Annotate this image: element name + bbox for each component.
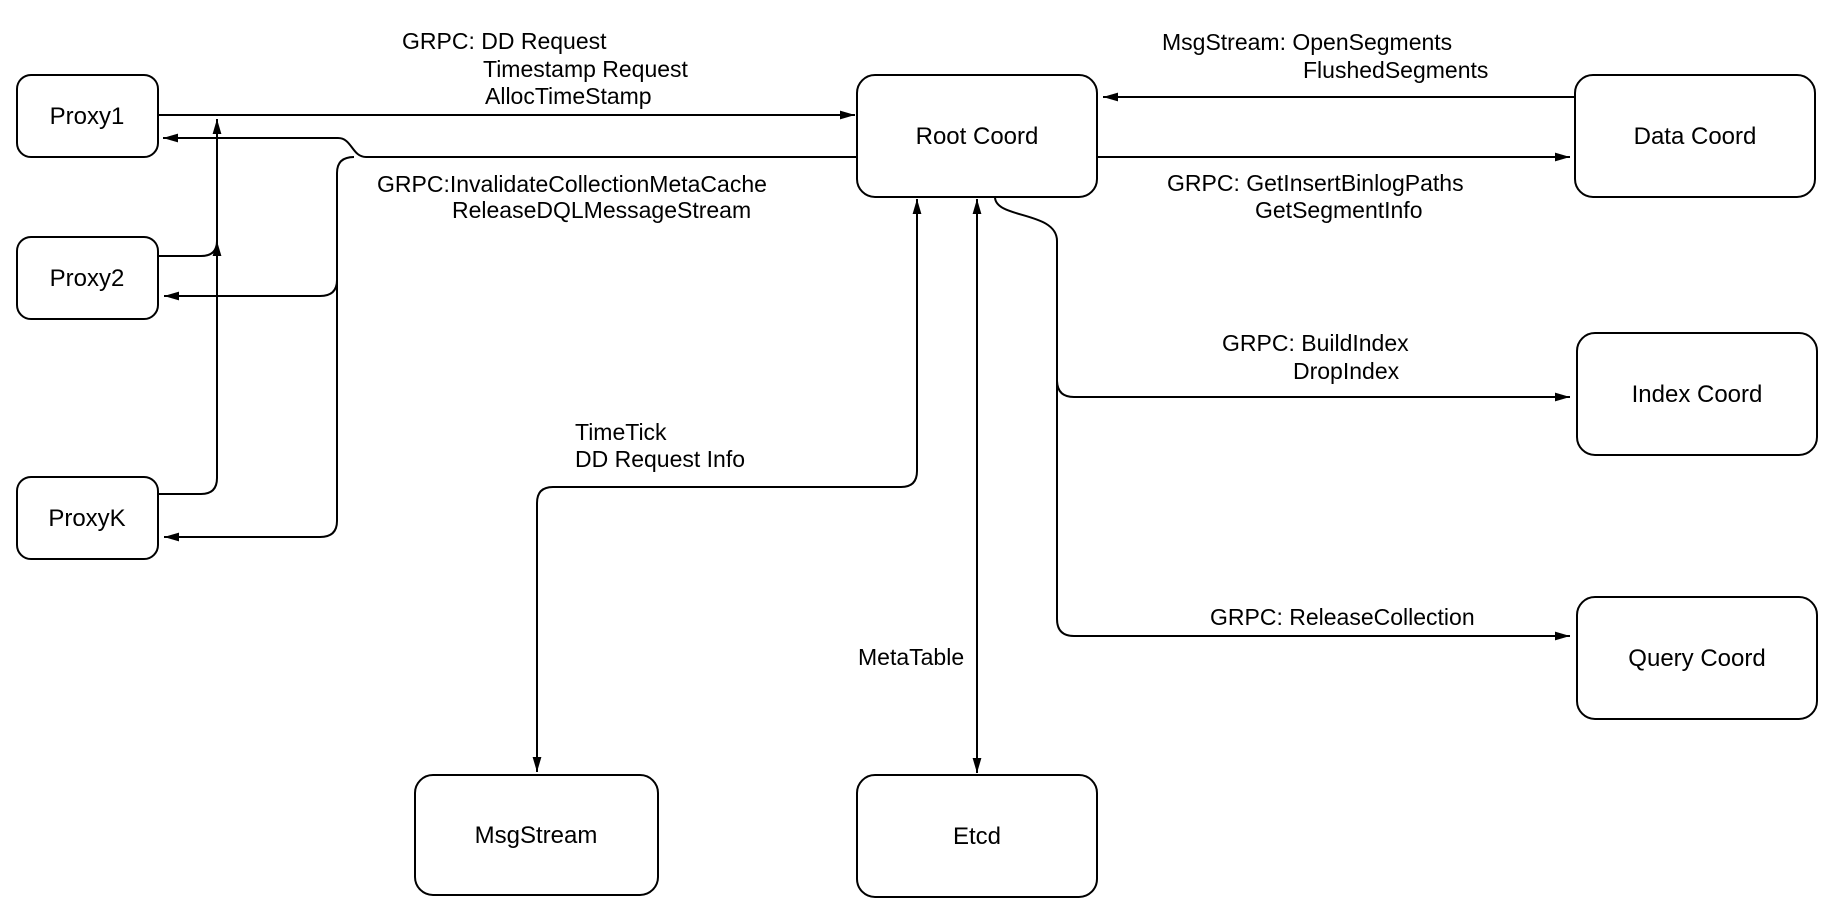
query-coord-box	[1576, 596, 1818, 720]
root-coord-label: Root Coord	[916, 123, 1039, 150]
edges	[158, 92, 1575, 773]
proxy2-box	[16, 236, 159, 320]
label-data-to-root-1: MsgStream: OpenSegments	[1162, 29, 1452, 55]
data-coord-box	[1574, 74, 1816, 198]
label-root-to-msgstream-2: DD Request Info	[575, 446, 745, 472]
proxy2-label: Proxy2	[50, 265, 125, 292]
edge-labels: GRPC: DD Request Timestamp Request Alloc…	[377, 28, 1488, 670]
label-root-to-data-1: GRPC: GetInsertBinlogPaths	[1167, 170, 1464, 196]
proxyk-label: ProxyK	[48, 505, 125, 532]
root-coord-box	[856, 74, 1098, 198]
data-coord-label: Data Coord	[1634, 123, 1757, 150]
node-query-coord: Query Coord	[1576, 596, 1818, 720]
proxy1-label: Proxy1	[50, 103, 125, 130]
node-proxyk: ProxyK	[16, 476, 159, 560]
label-root-to-data-2: GetSegmentInfo	[1255, 197, 1423, 223]
node-index-coord: Index Coord	[1576, 332, 1818, 456]
label-root-to-query-1: GRPC: ReleaseCollection	[1210, 604, 1475, 630]
index-coord-box	[1576, 332, 1818, 456]
index-coord-label: Index Coord	[1632, 381, 1763, 408]
node-etcd: Etcd	[856, 774, 1098, 898]
label-root-to-index-1: GRPC: BuildIndex	[1222, 330, 1409, 356]
node-data-coord: Data Coord	[1574, 74, 1816, 198]
label-root-to-msgstream-1: TimeTick	[575, 419, 667, 445]
label-proxy-to-root-2: Timestamp Request	[483, 56, 689, 82]
label-root-to-etcd-1: MetaTable	[858, 644, 964, 670]
edge-proxyk-merge-up	[158, 119, 222, 495]
etcd-label: Etcd	[953, 823, 1001, 850]
edge-rootcoord-to-indexcoord	[994, 196, 1570, 402]
nodes: Proxy1 Proxy2 ProxyK Root Coord Data Coo…	[16, 74, 1818, 898]
label-proxy-to-root-3: AllocTimeStamp	[485, 83, 652, 109]
edge-rootcoord-to-proxy2	[164, 279, 338, 301]
label-root-to-proxy-1: GRPC:InvalidateCollectionMetaCache	[377, 171, 767, 197]
edge-rootcoord-to-msgstream	[532, 199, 922, 772]
edge-proxy2-merge-up	[158, 240, 222, 257]
label-root-to-proxy-2: ReleaseDQLMessageStream	[452, 197, 751, 223]
msgstream-box	[414, 774, 659, 896]
node-msgstream: MsgStream	[414, 774, 659, 896]
edge-rootcoord-to-querycoord	[1056, 241, 1570, 641]
node-proxy1: Proxy1	[16, 74, 159, 158]
label-data-to-root-2: FlushedSegments	[1303, 57, 1488, 83]
label-proxy-to-root-1: GRPC: DD Request	[402, 28, 607, 54]
node-proxy2: Proxy2	[16, 236, 159, 320]
etcd-box	[856, 774, 1098, 898]
proxyk-box	[16, 476, 159, 560]
proxy1-box	[16, 74, 159, 158]
edge-rootcoord-to-proxyk	[164, 156, 355, 542]
edge-rootcoord-to-proxy1	[163, 133, 857, 158]
label-root-to-index-2: DropIndex	[1293, 358, 1400, 384]
query-coord-label: Query Coord	[1628, 645, 1765, 672]
node-root-coord: Root Coord	[856, 74, 1098, 198]
msgstream-label: MsgStream	[475, 822, 598, 849]
